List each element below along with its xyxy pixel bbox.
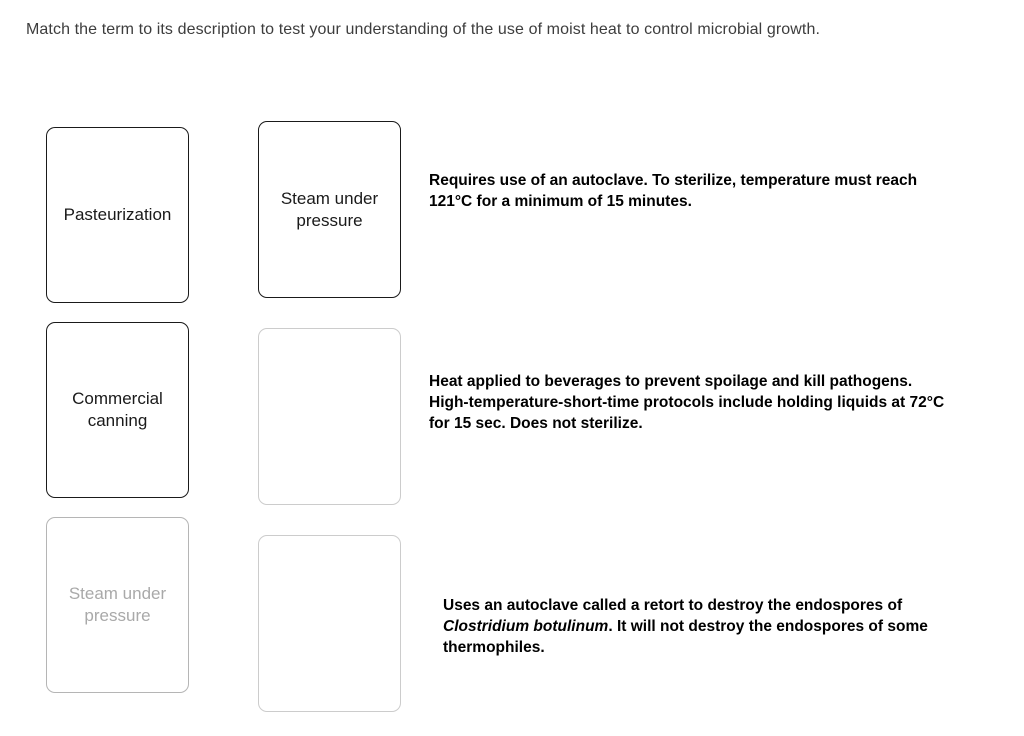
term-card-pasteurization[interactable]: Pasteurization xyxy=(46,127,189,303)
term-card-label: Commercial canning xyxy=(72,389,163,430)
term-card-label: Pasteurization xyxy=(63,205,172,224)
description-pasteurization-htst: Heat applied to beverages to prevent spo… xyxy=(429,371,953,434)
description-autoclave-sterilize: Requires use of an autoclave. To sterili… xyxy=(429,170,953,212)
description-text-after: . It will not destroy the endospores of … xyxy=(443,618,933,656)
dropzone-card-label: Steam under pressure xyxy=(280,188,379,230)
description-text-italic: Clostridium botulinum xyxy=(443,618,609,635)
description-retort-canning: Uses an autoclave called a retort to des… xyxy=(443,595,975,658)
dropzone-2-empty[interactable] xyxy=(258,328,401,505)
description-text: Requires use of an autoclave. To sterili… xyxy=(429,172,922,210)
term-card-commercial-canning[interactable]: Commercial canning xyxy=(46,322,189,498)
dropzone-1-filled-steam-under-pressure[interactable]: Steam under pressure xyxy=(258,121,401,298)
description-text: Uses an autoclave called a retort to des… xyxy=(443,597,907,614)
dropzone-3-empty[interactable] xyxy=(258,535,401,712)
term-card-label: Steam under pressure xyxy=(68,584,167,625)
description-text: Heat applied to beverages to prevent spo… xyxy=(429,373,949,432)
term-card-steam-under-pressure-used: Steam under pressure xyxy=(46,517,189,693)
instruction-text: Match the term to its description to tes… xyxy=(26,21,821,38)
